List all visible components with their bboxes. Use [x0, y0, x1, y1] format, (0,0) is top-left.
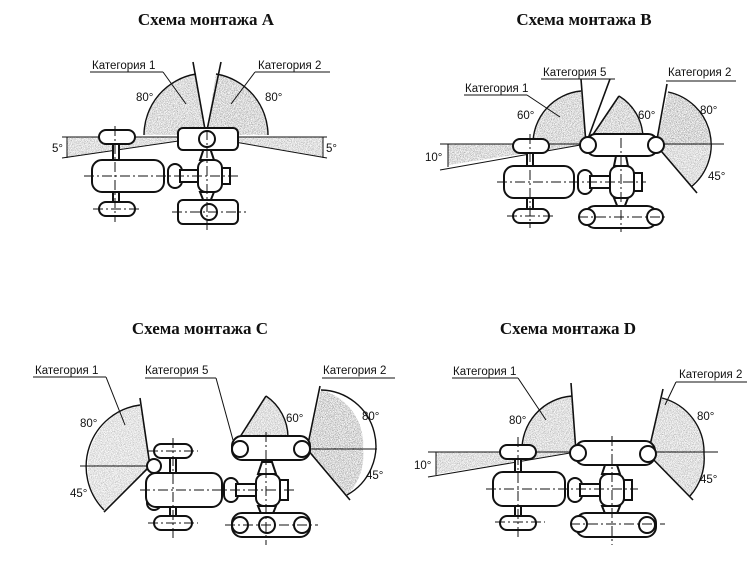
angle-label: 80° — [80, 418, 97, 430]
label-category-2: Категория 2 — [679, 369, 742, 381]
sector-category-2-lower — [656, 145, 711, 187]
sector-category-1-lower — [87, 466, 150, 510]
sector-category-1 — [521, 396, 576, 452]
angle-label: 80° — [265, 92, 282, 104]
tractor-drawing — [497, 133, 665, 232]
diagram-c: Схема монтажа C Категория 1 Категория 5 … — [33, 319, 395, 545]
diagram-a-title: Схема монтажа A — [138, 10, 275, 29]
angle-label: 45° — [708, 171, 725, 183]
tractor-drawing — [84, 126, 246, 230]
sector-category-2 — [206, 74, 268, 135]
angle-label: 45° — [70, 488, 87, 500]
diagram-d: Схема монтажа D Категория 1 Категория 2 … — [414, 319, 747, 545]
angle-label: 60° — [638, 110, 655, 122]
sector-category-1 — [532, 91, 586, 144]
label-category-5: Категория 5 — [145, 365, 208, 377]
angle-label: 80° — [700, 105, 717, 117]
tractor-drawing — [486, 436, 665, 545]
angle-label: 80° — [362, 411, 379, 423]
label-category-2: Категория 2 — [668, 67, 731, 79]
angle-label: 5° — [52, 143, 63, 155]
diagram-b-title: Схема монтажа B — [516, 10, 651, 29]
sector-category-2 — [307, 390, 364, 449]
angle-label: 80° — [136, 92, 153, 104]
label-category-1: Категория 1 — [465, 83, 528, 95]
angle-label: 10° — [425, 152, 442, 164]
label-category-1: Категория 1 — [35, 365, 98, 377]
angle-label: 80° — [697, 411, 714, 423]
sector-category-2-lower — [307, 449, 364, 495]
label-category-1: Категория 1 — [453, 366, 516, 378]
angle-label: 60° — [286, 413, 303, 425]
angle-label: 60° — [517, 110, 534, 122]
diagram-b: Схема монтажа B Категория 1 Категория 5 … — [425, 10, 736, 232]
angle-label: 45° — [366, 470, 383, 482]
sector-left-10deg — [448, 144, 586, 165]
angle-label: 10° — [414, 460, 431, 472]
sector-category-5 — [240, 396, 288, 437]
label-category-5: Категория 5 — [543, 67, 606, 79]
sector-category-2 — [648, 398, 705, 454]
label-category-2: Категория 2 — [258, 60, 321, 72]
diagram-a: Схема монтажа A Категория 1 Категория 2 … — [52, 10, 337, 230]
label-category-2: Категория 2 — [323, 365, 386, 377]
sector-category-5 — [590, 96, 644, 139]
tractor-drawing — [140, 432, 318, 545]
sector-category-2-lower — [648, 454, 705, 496]
diagram-d-title: Схема монтажа D — [500, 319, 636, 338]
sector-category-1 — [88, 405, 150, 466]
angle-label: 45° — [700, 474, 717, 486]
sector-category-2 — [656, 92, 711, 145]
angle-label: 80° — [509, 415, 526, 427]
diagram-c-title: Схема монтажа C — [132, 319, 268, 338]
angle-label: 5° — [326, 143, 337, 155]
sector-category-1 — [144, 74, 206, 135]
label-category-1: Категория 1 — [92, 60, 155, 72]
